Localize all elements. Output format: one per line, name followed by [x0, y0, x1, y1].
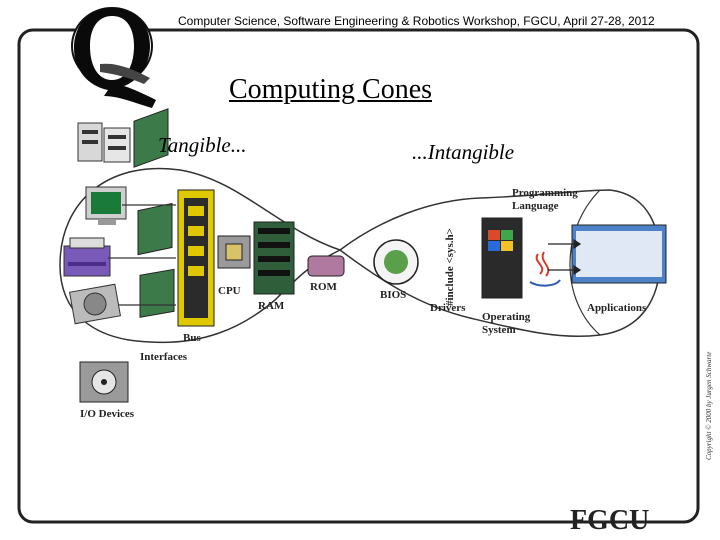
printer-icon	[63, 237, 111, 277]
application-arrows	[548, 238, 582, 276]
ram-label: RAM	[258, 300, 285, 312]
copyright-notice: Copyright © 2000 by Jurgen Schwarte	[705, 351, 713, 460]
io-devices-label: I/O Devices	[80, 408, 135, 420]
tangible-heading: Tangible...	[158, 133, 247, 157]
include-label: #include <sys.h>	[444, 228, 456, 306]
bios-badge-icon	[373, 239, 419, 285]
application-screenshot-icon	[571, 224, 667, 284]
hard-drive-icon	[68, 283, 122, 325]
bus-label: Bus	[183, 332, 201, 344]
page-title: Computing Cones	[229, 74, 433, 105]
interfaces-label: Interfaces	[140, 351, 188, 363]
motherboard-bus	[177, 189, 215, 327]
slide-frame	[17, 28, 700, 524]
applications-label: Applications	[587, 302, 647, 314]
windows-xp-box-icon	[481, 217, 523, 299]
bios-label: BIOS	[380, 289, 407, 301]
io-devices-icon	[79, 361, 129, 403]
intangible-heading: ...Intangible	[412, 140, 515, 164]
cpu-label: CPU	[218, 285, 241, 297]
workshop-header: Computer Science, Software Engineering &…	[178, 14, 655, 28]
fgcu-logo-text: FGCU	[570, 505, 650, 536]
programming-language-label-line1: Programming	[512, 187, 578, 199]
cpu-chip-icon	[217, 235, 251, 269]
computer-tower-icon	[77, 122, 131, 163]
q-logo	[71, 7, 156, 108]
drivers-label: Drivers	[430, 302, 466, 314]
java-logo-icon	[529, 251, 561, 287]
rom-chip-icon	[307, 255, 345, 277]
rom-label: ROM	[310, 281, 337, 293]
operating-system-label-line1: Operating	[482, 311, 531, 323]
card-connector-lines	[108, 204, 176, 306]
monitor-icon	[85, 186, 127, 225]
ram-module-icon	[253, 221, 295, 295]
applications-boundary	[569, 189, 601, 336]
programming-language-label-line2: Language	[512, 200, 559, 212]
operating-system-label-line2: System	[482, 324, 516, 336]
